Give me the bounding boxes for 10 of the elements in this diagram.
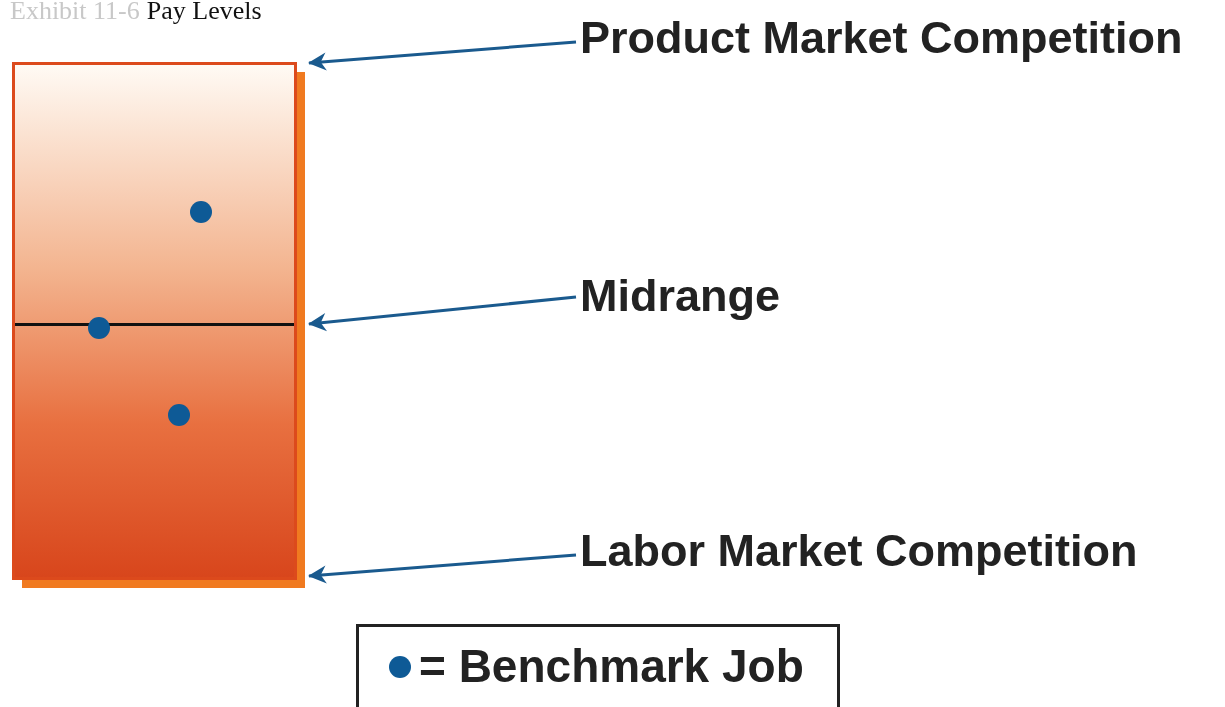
diagram-title: Pay Levels xyxy=(146,0,262,26)
pay-range-bar xyxy=(12,62,297,580)
midrange-line xyxy=(15,323,294,326)
range-label: Labor Market Competition xyxy=(580,527,1138,575)
range-label: Product Market Competition xyxy=(580,14,1183,62)
arrow xyxy=(308,40,577,71)
legend-text: = Benchmark Job xyxy=(419,641,804,691)
arrow xyxy=(308,553,577,584)
range-label: Midrange xyxy=(580,272,781,320)
arrow xyxy=(308,295,577,332)
